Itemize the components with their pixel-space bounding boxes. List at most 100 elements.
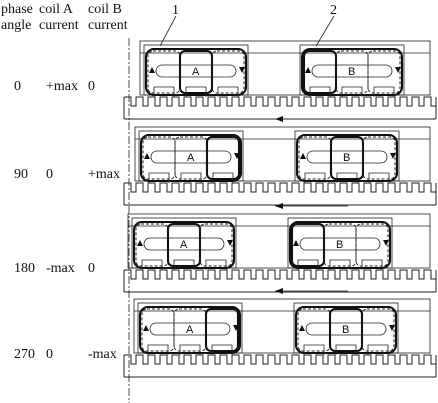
flux-loop-0	[141, 308, 175, 352]
coil-label: A	[186, 324, 194, 336]
housing-frame	[133, 298, 431, 354]
toothed-rail	[124, 182, 437, 193]
coil-label: B	[343, 152, 350, 164]
housing-frame	[134, 126, 431, 182]
flux-arrow-down	[395, 67, 401, 73]
flux-path-outer	[295, 133, 399, 183]
flux-loop-2	[205, 135, 241, 181]
pole-tooth-1	[329, 259, 351, 270]
coil-module-a: A	[131, 217, 237, 270]
winding-slot	[143, 237, 225, 251]
pole-tooth-2	[205, 259, 227, 270]
flux-path-outer	[300, 47, 404, 97]
pole-tooth-1	[180, 172, 202, 183]
toothed-rail	[124, 96, 437, 107]
pole-tooth-1	[179, 344, 201, 355]
motion-arrow-head	[275, 288, 283, 294]
row-1-coil-a: 0	[46, 167, 53, 182]
coil-module-b: B	[293, 302, 399, 355]
flux-arrow-up	[305, 67, 311, 73]
housing-frame	[127, 213, 431, 269]
pole-tooth-1	[173, 259, 195, 270]
winding-slot	[155, 64, 237, 78]
winding-slot	[150, 150, 232, 164]
winding-slot	[306, 150, 388, 164]
flux-arrow-up	[137, 240, 143, 246]
winding-slot	[149, 322, 231, 336]
flux-loop-2	[367, 50, 401, 94]
flux-loop-0	[290, 222, 326, 268]
pole-tooth-2	[367, 344, 389, 355]
header-phase-line1: phase	[1, 2, 33, 17]
flux-arrow-up	[149, 67, 155, 73]
row-3-angle: 270	[14, 347, 35, 362]
pole-tooth-2	[217, 86, 239, 97]
header-coil-a-line2: current	[39, 18, 79, 33]
pole-tooth-0	[297, 259, 319, 270]
flux-path-outer	[139, 133, 243, 183]
motion-arrow-head	[275, 203, 283, 209]
flux-arrow-up	[300, 153, 306, 159]
flux-loop-2	[199, 223, 233, 267]
pole-tooth-1	[336, 172, 358, 183]
pole-tooth-1	[341, 86, 363, 97]
flux-path-outer	[294, 305, 398, 355]
callout-2: 2	[330, 3, 337, 18]
flux-arrow-up	[293, 240, 299, 246]
flux-arrow-down	[383, 240, 389, 246]
row-1-angle: 90	[14, 167, 28, 182]
coil-module-b: B	[287, 217, 393, 270]
pole-tooth-0	[147, 344, 169, 355]
coil-module-b: B	[294, 130, 400, 183]
flux-path-outer	[144, 47, 248, 97]
pole-tooth-2	[212, 172, 234, 183]
coil-module-b: B	[299, 44, 405, 97]
row-0-coil-a: +max	[46, 79, 78, 94]
callout-1: 1	[172, 3, 179, 18]
row-3-coil-a: 0	[46, 347, 53, 362]
flux-loop-1	[166, 222, 202, 268]
housing-frame	[139, 40, 431, 96]
toothed-rail	[124, 269, 437, 280]
flux-path-outer	[132, 220, 236, 270]
row-1-coil-b: +max	[88, 167, 120, 182]
coil-label: A	[192, 66, 200, 78]
pole-tooth-0	[153, 86, 175, 97]
flux-loop-2	[361, 308, 395, 352]
pole-tooth-0	[303, 344, 325, 355]
flux-loop-1	[335, 50, 369, 94]
header-coil-a-line1: coil A	[39, 2, 74, 17]
flux-arrow-down	[234, 153, 240, 159]
coil-module-a: A	[143, 44, 249, 97]
pole-tooth-2	[211, 344, 233, 355]
flux-arrow-down	[239, 67, 245, 73]
flux-loop-1	[178, 49, 214, 95]
pole-tooth-0	[141, 259, 163, 270]
winding-slot	[299, 237, 381, 251]
flux-loop-0	[302, 49, 338, 95]
header-phase-line2: angle	[1, 18, 31, 33]
pole-tooth-0	[309, 86, 331, 97]
flux-arrow-down	[233, 325, 239, 331]
coil-label: B	[342, 324, 349, 336]
flux-arrow-down	[390, 153, 396, 159]
coil-label: B	[336, 239, 343, 251]
pole-tooth-2	[361, 259, 383, 270]
flux-loop-2	[204, 307, 240, 353]
flux-loop-2	[362, 136, 396, 180]
coil-label: A	[180, 239, 188, 251]
row-0-angle: 0	[14, 79, 21, 94]
row-2-angle: 180	[14, 261, 35, 276]
flux-arrow-up	[143, 325, 149, 331]
flux-path-outer	[288, 220, 392, 270]
pole-tooth-1	[335, 344, 357, 355]
flux-path-outer	[138, 305, 242, 355]
flux-arrow-up	[144, 153, 150, 159]
row-0-coil-b: 0	[88, 79, 95, 94]
flux-loop-2	[355, 223, 389, 267]
